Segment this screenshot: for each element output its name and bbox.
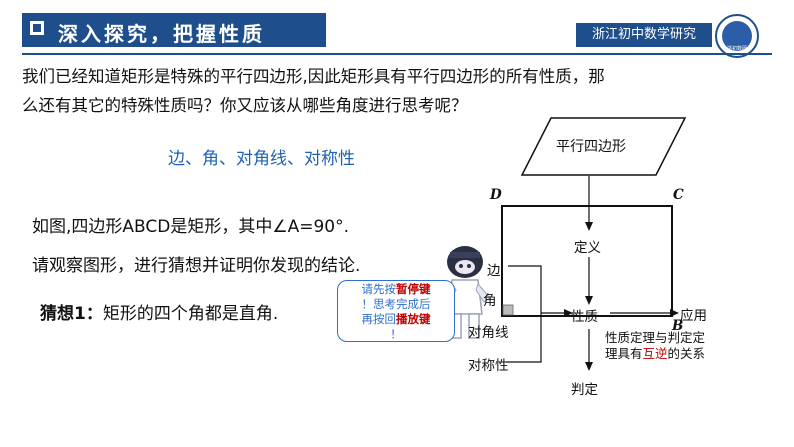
diagonal-label: 对角线 [468,321,509,341]
parallelogram-label: 平行四边形 [556,136,626,156]
inverse-highlight: 互逆 [643,346,668,361]
application-label: 应用 [680,304,707,324]
angle-label: 角 [483,289,497,309]
relation-line-1: 性质定理与判定定 [605,330,705,346]
relation-note: 性质定理与判定定 理具有互逆的关系 [605,330,705,362]
vertex-c-label: C [673,187,684,203]
symmetry-label: 对称性 [468,354,509,374]
relation-text: 理具有 [605,346,643,361]
judgment-label: 判定 [571,378,598,398]
relation-text-2: 的关系 [668,346,706,361]
definition-label: 定义 [574,236,601,256]
right-angle-mark [503,305,513,315]
side-label: 边 [487,259,501,279]
vertex-d-label: D [490,187,502,203]
property-label: 性质 [571,305,598,325]
